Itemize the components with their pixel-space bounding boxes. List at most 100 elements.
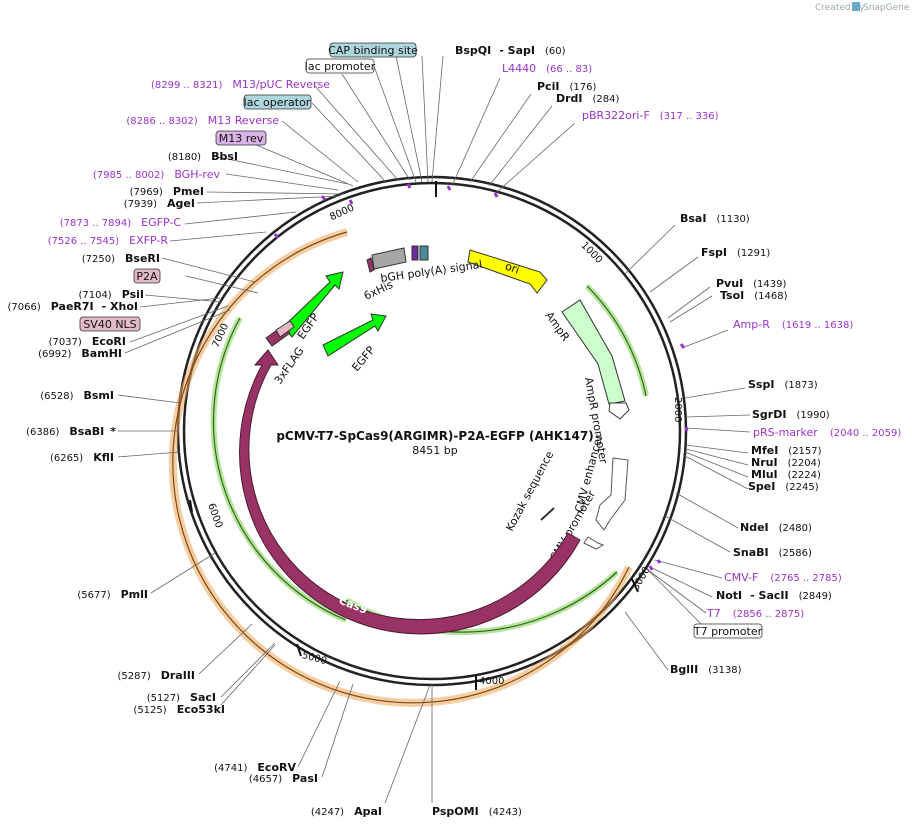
- orf-arc-green-2-line: [212, 317, 347, 621]
- site-pmei: (7969)PmeI: [130, 185, 204, 198]
- m13-rev-label: M13 rev: [219, 132, 264, 145]
- lac-promoter-label: lac promoter: [305, 60, 376, 73]
- p2a-label: P2A: [136, 270, 158, 283]
- primer-prs-marker: pRS-marker(2040 .. 2059): [753, 426, 901, 439]
- tick-1000: 1000: [579, 240, 605, 266]
- site-apai: (4247)ApaI: [311, 805, 382, 818]
- site-bglii: BglII(3138): [670, 663, 742, 676]
- site-sgrdi: SgrDI(1990): [752, 408, 830, 421]
- site-psii: (7104)PsiI: [78, 288, 144, 301]
- boxed-feature-p2a: P2A: [133, 268, 161, 284]
- tick-6000: 6000: [205, 502, 224, 530]
- site-bbsi: (8180)BbsI: [168, 150, 238, 163]
- primer-ticks: [273, 183, 689, 571]
- site-pmli: (5677)PmlI: [77, 588, 148, 601]
- plasmid-name: pCMV-T7-SpCas9(ARGIMR)-P2A-EGFP (AHK147): [276, 429, 593, 443]
- site-saci: (5127)SacI: [147, 691, 216, 704]
- site-bspqi: BspQI- SapI(60): [455, 44, 566, 57]
- snapgene-logo-icon: [852, 2, 860, 11]
- primer-t7: T7(2856 .. 2875): [706, 607, 804, 620]
- site-spei: SpeI(2245): [748, 480, 819, 493]
- site-mlui: MluI(2224): [751, 468, 821, 481]
- tick-5000: 5000: [301, 650, 328, 667]
- site-pvui: PvuI(1439): [716, 277, 787, 290]
- leader-lines: [117, 55, 751, 804]
- primer-l4440: L4440(66 .. 83): [502, 62, 592, 75]
- site-ecori: (7037)EcoRI: [49, 335, 126, 348]
- p2a-block: [275, 320, 295, 338]
- flag-label: 3xFLAG: [272, 345, 307, 387]
- orf-arc-green-2: [210, 316, 348, 623]
- lac-operator-label: lac operator: [244, 96, 311, 109]
- boxed-feature-t7-promoter: T7 promoter: [693, 623, 763, 639]
- site-bsabi: (6386)BsaBI*: [26, 425, 116, 438]
- ampr-arrow: [561, 299, 626, 405]
- site-paer7i: (7066)PaeR7I- XhoI: [8, 300, 139, 313]
- sv40-nls-label: SV40 NLS: [83, 318, 136, 331]
- backbone-inner: [182, 181, 682, 681]
- boxed-feature-lac-promoter: lac promoter: [305, 58, 376, 74]
- site-bseri: (7250)BseRI: [82, 252, 160, 265]
- site-draiii: (5287)DraIII: [117, 669, 195, 682]
- primer-exfp-r: (7526 .. 7545)EXFP-R: [48, 234, 169, 247]
- site-kfli: (6265)KflI: [50, 451, 114, 464]
- site-ecorv: (4741)EcoRV: [214, 761, 296, 774]
- site-mfei: MfeI(2157): [751, 444, 822, 457]
- tick-4000: 4000: [479, 676, 504, 687]
- ampr-promoter-arrow: [608, 402, 630, 420]
- primer-m13-reverse: (8286 .. 8302)M13 Reverse: [126, 114, 279, 127]
- cap-label: CAP binding site: [328, 44, 418, 57]
- ori-arrow: [467, 249, 548, 294]
- tick-8000: 8000: [328, 203, 356, 224]
- site-sspi: SspI(1873): [748, 378, 818, 391]
- site-pasi: (4657)PasI: [249, 772, 318, 785]
- cmv-enhancer-arrow: [595, 457, 629, 531]
- primer-egfp-c: (7873 .. 7894)EGFP-C: [60, 216, 182, 229]
- boxed-feature-sv40-nls: SV40 NLS: [79, 316, 141, 332]
- egfp-arrow-inner: [322, 313, 387, 357]
- boxed-feature-lac-operator: lac operator: [243, 94, 312, 110]
- bgh-arrow: [371, 247, 407, 270]
- primer-bgh-rev: (7985 .. 8002)BGH-rev: [93, 168, 221, 181]
- site-ndei: NdeI(2480): [740, 521, 812, 534]
- tick-3000: 3000: [630, 565, 652, 593]
- egfp-arrow-outer: [282, 271, 344, 338]
- site-agei: (7939)AgeI: [124, 197, 195, 210]
- primer-m13-puc-reverse: (8299 .. 8321)M13/pUC Reverse: [151, 78, 330, 91]
- site-tsoi: TsoI(1468): [720, 289, 788, 302]
- site-nrui: NruI(2204): [751, 456, 821, 469]
- kozak-label: Kozak sequence: [503, 449, 556, 534]
- orf-arc-green-3-line: [586, 285, 647, 397]
- orf-arc-outer-line: [172, 231, 630, 704]
- primer-pbr322ori-f: pBR322ori-F(317 .. 336): [582, 109, 719, 122]
- cas9-arrow: [239, 349, 581, 635]
- tick-marks: [189, 181, 639, 690]
- kozak-mark: [540, 507, 555, 521]
- boxed-feature-m13-rev: M13 rev: [215, 130, 267, 146]
- cmv-promoter-arrow: [583, 536, 605, 550]
- site-noti: NotI- SacII(2849): [716, 589, 832, 602]
- ori-label: ori: [503, 260, 521, 277]
- created-by-label: Created by: [815, 3, 865, 13]
- m13-block: [411, 245, 419, 261]
- site-drdi: DrdI(284): [556, 92, 620, 105]
- brand-name: SnapGene: [863, 3, 910, 13]
- site-pspomi: PspOMI(4243): [432, 805, 522, 818]
- t7-promoter-label: T7 promoter: [693, 625, 763, 638]
- site-fspi: FspI(1291): [701, 246, 770, 259]
- site-eco53ki: (5125)Eco53kI: [133, 703, 225, 716]
- primer-cmv-f: CMV-F(2765 .. 2785): [724, 571, 842, 584]
- primer-amp-r: Amp-R(1619 .. 1638): [733, 318, 853, 331]
- boxed-feature-cap: CAP binding site: [328, 42, 418, 58]
- site-bsai: BsaI(1130): [680, 212, 750, 225]
- his-block: [366, 257, 375, 273]
- site-snabi: SnaBI(2586): [733, 546, 812, 559]
- tick-2000: 2000: [672, 397, 683, 422]
- site-bsmi: (6528)BsmI: [40, 389, 114, 402]
- site-bamhi: (6992)BamHI: [38, 347, 122, 360]
- plasmid-length: 8451 bp: [412, 444, 457, 457]
- egfp-label-inner: EGFP: [349, 344, 377, 374]
- lac-block: [419, 245, 429, 261]
